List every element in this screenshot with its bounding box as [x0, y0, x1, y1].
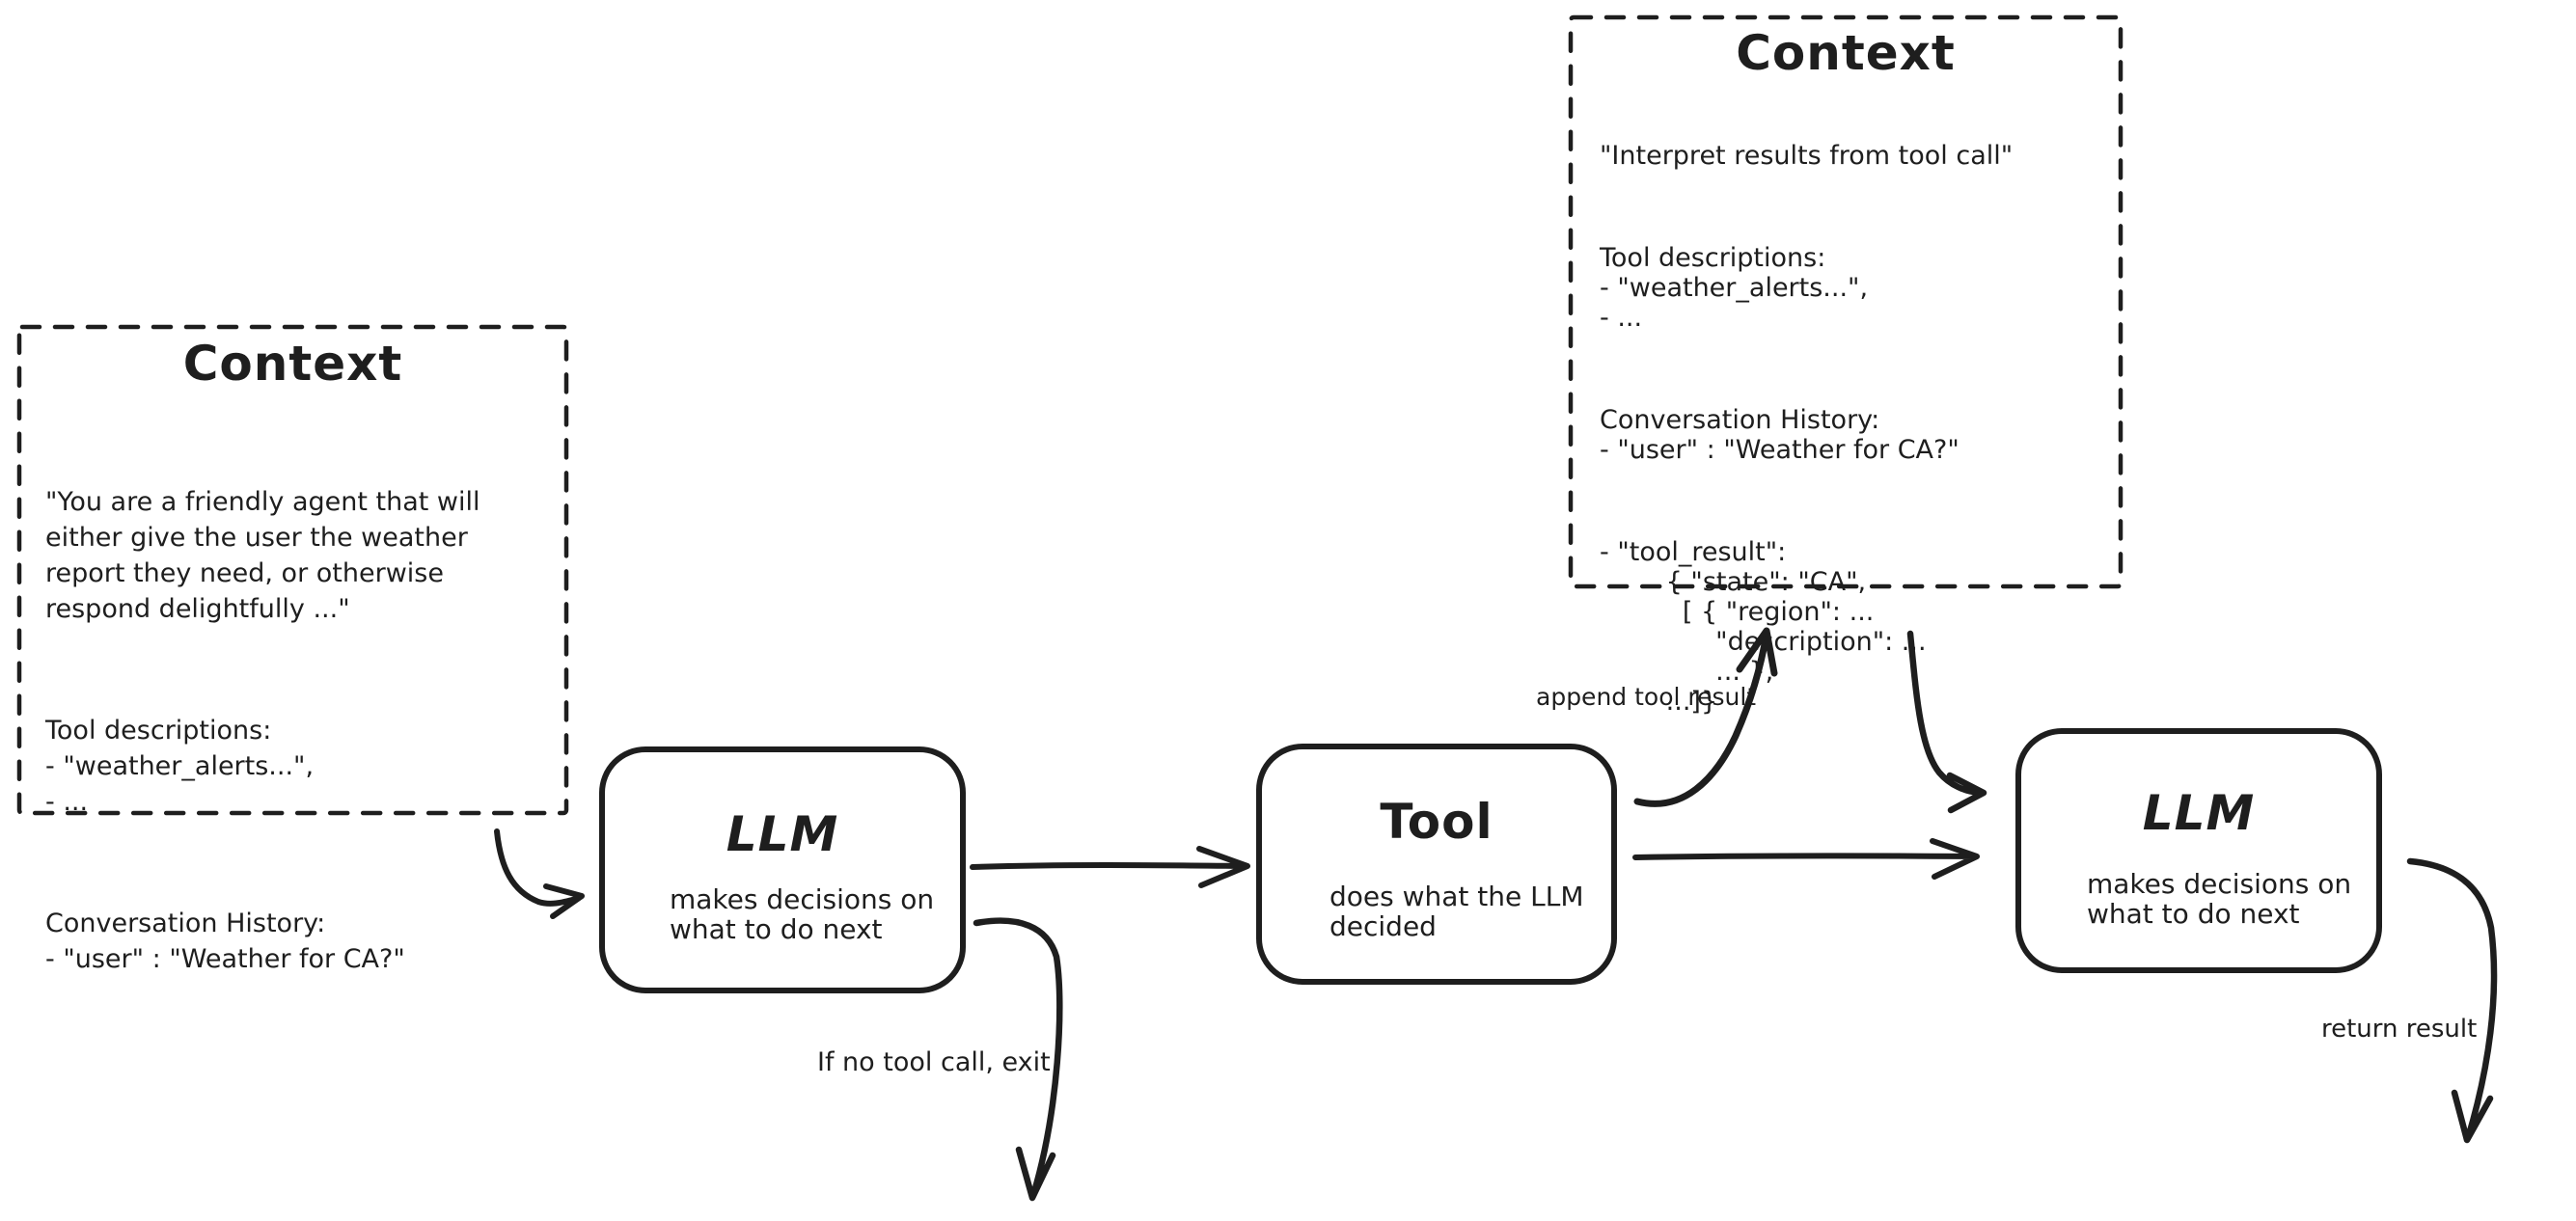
arrow-llm2-return-result [2406, 857, 2498, 1144]
tool-box [1256, 744, 1617, 985]
context-left-tool-descriptions: Tool descriptions: - "weather_alerts..."… [45, 716, 315, 817]
return-result-label: return result [2321, 1015, 2478, 1044]
context-top-right-body: "Interpret results from tool call" Tool … [1600, 81, 2106, 776]
append-tool-result-label: append tool result [1536, 683, 1757, 711]
llm1-box [599, 746, 966, 993]
arrow-tool-to-llm2 [1632, 838, 1980, 880]
context-left-system-prompt: "You are a friendly agent that will eith… [45, 487, 480, 624]
context-left-body: "You are a friendly agent that will eith… [45, 413, 557, 1048]
context-left-box [16, 324, 569, 816]
context-top-right-tool-result: - "tool_result": { "state": "CA", [ { "r… [1600, 537, 1927, 717]
arrow-llm1-to-tool [970, 846, 1250, 888]
context-left-conversation-history: Conversation History: - "user" : "Weathe… [45, 909, 405, 974]
context-top-right-tool-descriptions: Tool descriptions: - "weather_alerts..."… [1600, 243, 1869, 333]
context-top-right-system-prompt: "Interpret results from tool call" [1600, 141, 2014, 171]
tool-subtitle: does what the LLM decided [1329, 881, 1584, 942]
llm1-subtitle: makes decisions on what to do next [670, 883, 935, 945]
llm2-subtitle: makes decisions on what to do next [2087, 868, 2352, 930]
llm2-box [2015, 728, 2382, 973]
arrow-tool-to-context [1633, 627, 1778, 807]
context-top-right-box [1568, 14, 2124, 589]
context-left-title: Context [182, 336, 403, 392]
context-top-right-conversation-history: Conversation History: - "user" : "Weathe… [1600, 405, 1959, 465]
if-no-tool-call-exit-label: If no tool call, exit [817, 1047, 1051, 1077]
arrow-llm1-exit-down [973, 917, 1063, 1202]
arrow-context-to-llm2 [1906, 630, 1987, 814]
llm1-title: LLM [726, 806, 839, 862]
llm2-title: LLM [2142, 785, 2256, 841]
context-top-right-title: Context [1736, 25, 1956, 81]
tool-title: Tool [1380, 794, 1494, 850]
arrow-context-left-to-llm1 [494, 828, 585, 919]
